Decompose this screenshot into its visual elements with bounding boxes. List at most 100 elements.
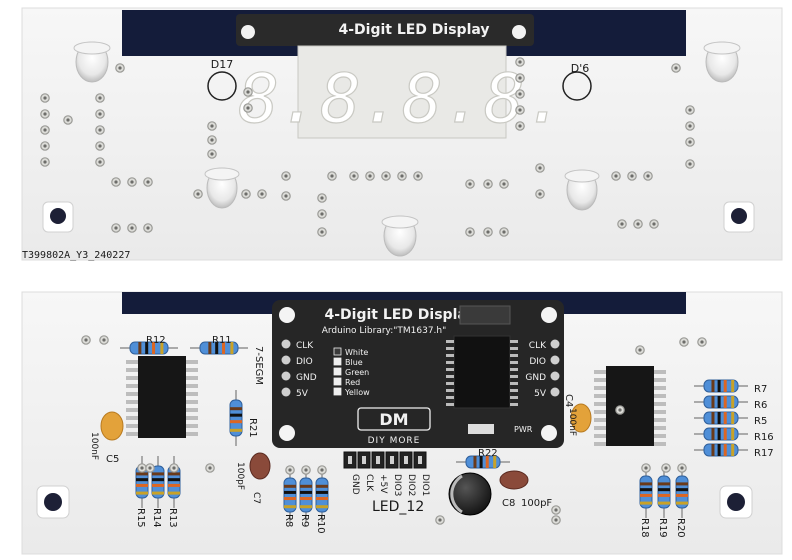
chip-pin xyxy=(446,340,454,343)
resistor-band xyxy=(300,490,312,494)
led-lamp xyxy=(204,167,240,209)
c8-label: C8 xyxy=(502,498,515,509)
resistor-band xyxy=(640,488,652,492)
chip-pin xyxy=(510,396,518,399)
solder-pad-hole xyxy=(320,212,324,216)
ic-pin xyxy=(126,416,138,420)
resistor-label: R5 xyxy=(754,416,767,427)
header-pin-tip xyxy=(390,456,394,464)
resistor-band xyxy=(136,491,148,495)
resistor-band xyxy=(711,380,715,392)
resistor-band xyxy=(723,396,727,408)
ref-d6: D'6 xyxy=(571,62,590,75)
resistor-band xyxy=(300,497,312,501)
resistor-label: R13 xyxy=(167,508,178,528)
resistor-label: R19 xyxy=(657,518,668,538)
ic-pin xyxy=(186,432,198,436)
solder-pad-hole xyxy=(130,226,134,230)
resistor-band xyxy=(731,412,735,424)
resistor-band xyxy=(473,456,477,468)
bottom-solder-pads xyxy=(81,335,707,525)
color-option-label: Green xyxy=(345,368,369,377)
c7-value: 100pF xyxy=(235,462,245,490)
resistor-band xyxy=(717,444,721,456)
resistor-band xyxy=(658,493,670,497)
resistor-band xyxy=(493,456,497,468)
ic-pin xyxy=(186,384,198,388)
solder-pad-hole xyxy=(646,174,650,178)
resistor-band xyxy=(711,444,715,456)
resistor-band xyxy=(711,428,715,440)
module-right-pin-label: CLK xyxy=(529,341,547,351)
solder-pad-hole xyxy=(384,174,388,178)
solder-pad-hole xyxy=(43,128,47,132)
ic-pin xyxy=(126,376,138,380)
solder-pad-hole xyxy=(284,194,288,198)
resistor-band xyxy=(717,396,721,408)
resistor-band xyxy=(731,428,735,440)
ic-pin xyxy=(126,408,138,412)
solder-pad-hole xyxy=(652,222,656,226)
solder-pad-hole xyxy=(486,182,490,186)
solder-pad-hole xyxy=(320,468,324,472)
solder-pad-hole xyxy=(518,124,522,128)
header-pin-tip xyxy=(404,456,408,464)
resistor-band xyxy=(676,482,688,486)
solder-pad-hole xyxy=(502,182,506,186)
resistor-band xyxy=(208,342,212,354)
solder-pad-hole xyxy=(208,466,212,470)
ic-pin xyxy=(594,418,606,422)
ceramic-cap-c4 xyxy=(570,403,592,433)
resistor-label: R20 xyxy=(675,518,686,538)
solder-pad-hole xyxy=(66,118,70,122)
resistor-band xyxy=(658,501,670,505)
resistor-band xyxy=(230,413,242,417)
color-option-label: Red xyxy=(345,378,360,387)
resistor-label: R6 xyxy=(754,400,767,411)
solder-pad-hole xyxy=(518,108,522,112)
solder-pad-hole xyxy=(130,180,134,184)
chip-pin xyxy=(446,347,454,350)
header-pin-tip xyxy=(362,456,366,464)
module-right-pin-label: GND xyxy=(525,373,546,383)
ic-chip-left xyxy=(138,356,186,438)
solder-pad-hole xyxy=(468,230,472,234)
c4-value: 100nF xyxy=(567,408,577,436)
bottom-board-photo: 4-Digit LED Display Arduino Library:"TM1… xyxy=(21,291,783,555)
solder-pad-hole xyxy=(486,230,490,234)
header-pin-hole xyxy=(281,355,291,365)
resistor-band xyxy=(136,483,148,487)
solder-pad-hole xyxy=(114,226,118,230)
resistor-band xyxy=(168,472,180,476)
resistor-band xyxy=(316,490,328,494)
top-module-strip xyxy=(236,14,534,46)
ref-d17: D17 xyxy=(211,58,233,71)
c5-label: C5 xyxy=(106,454,119,465)
solder-pad-hole xyxy=(284,174,288,178)
resistor-band xyxy=(160,342,164,354)
resistor-band xyxy=(640,482,652,486)
solder-pad-hole xyxy=(304,468,308,472)
resistor-band xyxy=(152,491,164,495)
chip-pin xyxy=(510,389,518,392)
solder-pad-hole xyxy=(538,166,542,170)
resistor-band xyxy=(136,472,148,476)
ic-pin xyxy=(126,360,138,364)
resistor-band xyxy=(152,478,164,482)
solder-pad-hole xyxy=(614,174,618,178)
resistor-band xyxy=(676,493,688,497)
resistor-band xyxy=(152,472,164,476)
header-pin-tip xyxy=(376,456,380,464)
resistor-band xyxy=(731,380,735,392)
chip-pin xyxy=(510,347,518,350)
solder-pad-hole xyxy=(664,466,668,470)
ic-pin xyxy=(126,392,138,396)
solder-pad-hole xyxy=(674,66,678,70)
ic-pin xyxy=(186,376,198,380)
mounting-hole xyxy=(42,201,74,233)
solder-pad-hole xyxy=(43,160,47,164)
solder-pad-hole xyxy=(118,66,122,70)
